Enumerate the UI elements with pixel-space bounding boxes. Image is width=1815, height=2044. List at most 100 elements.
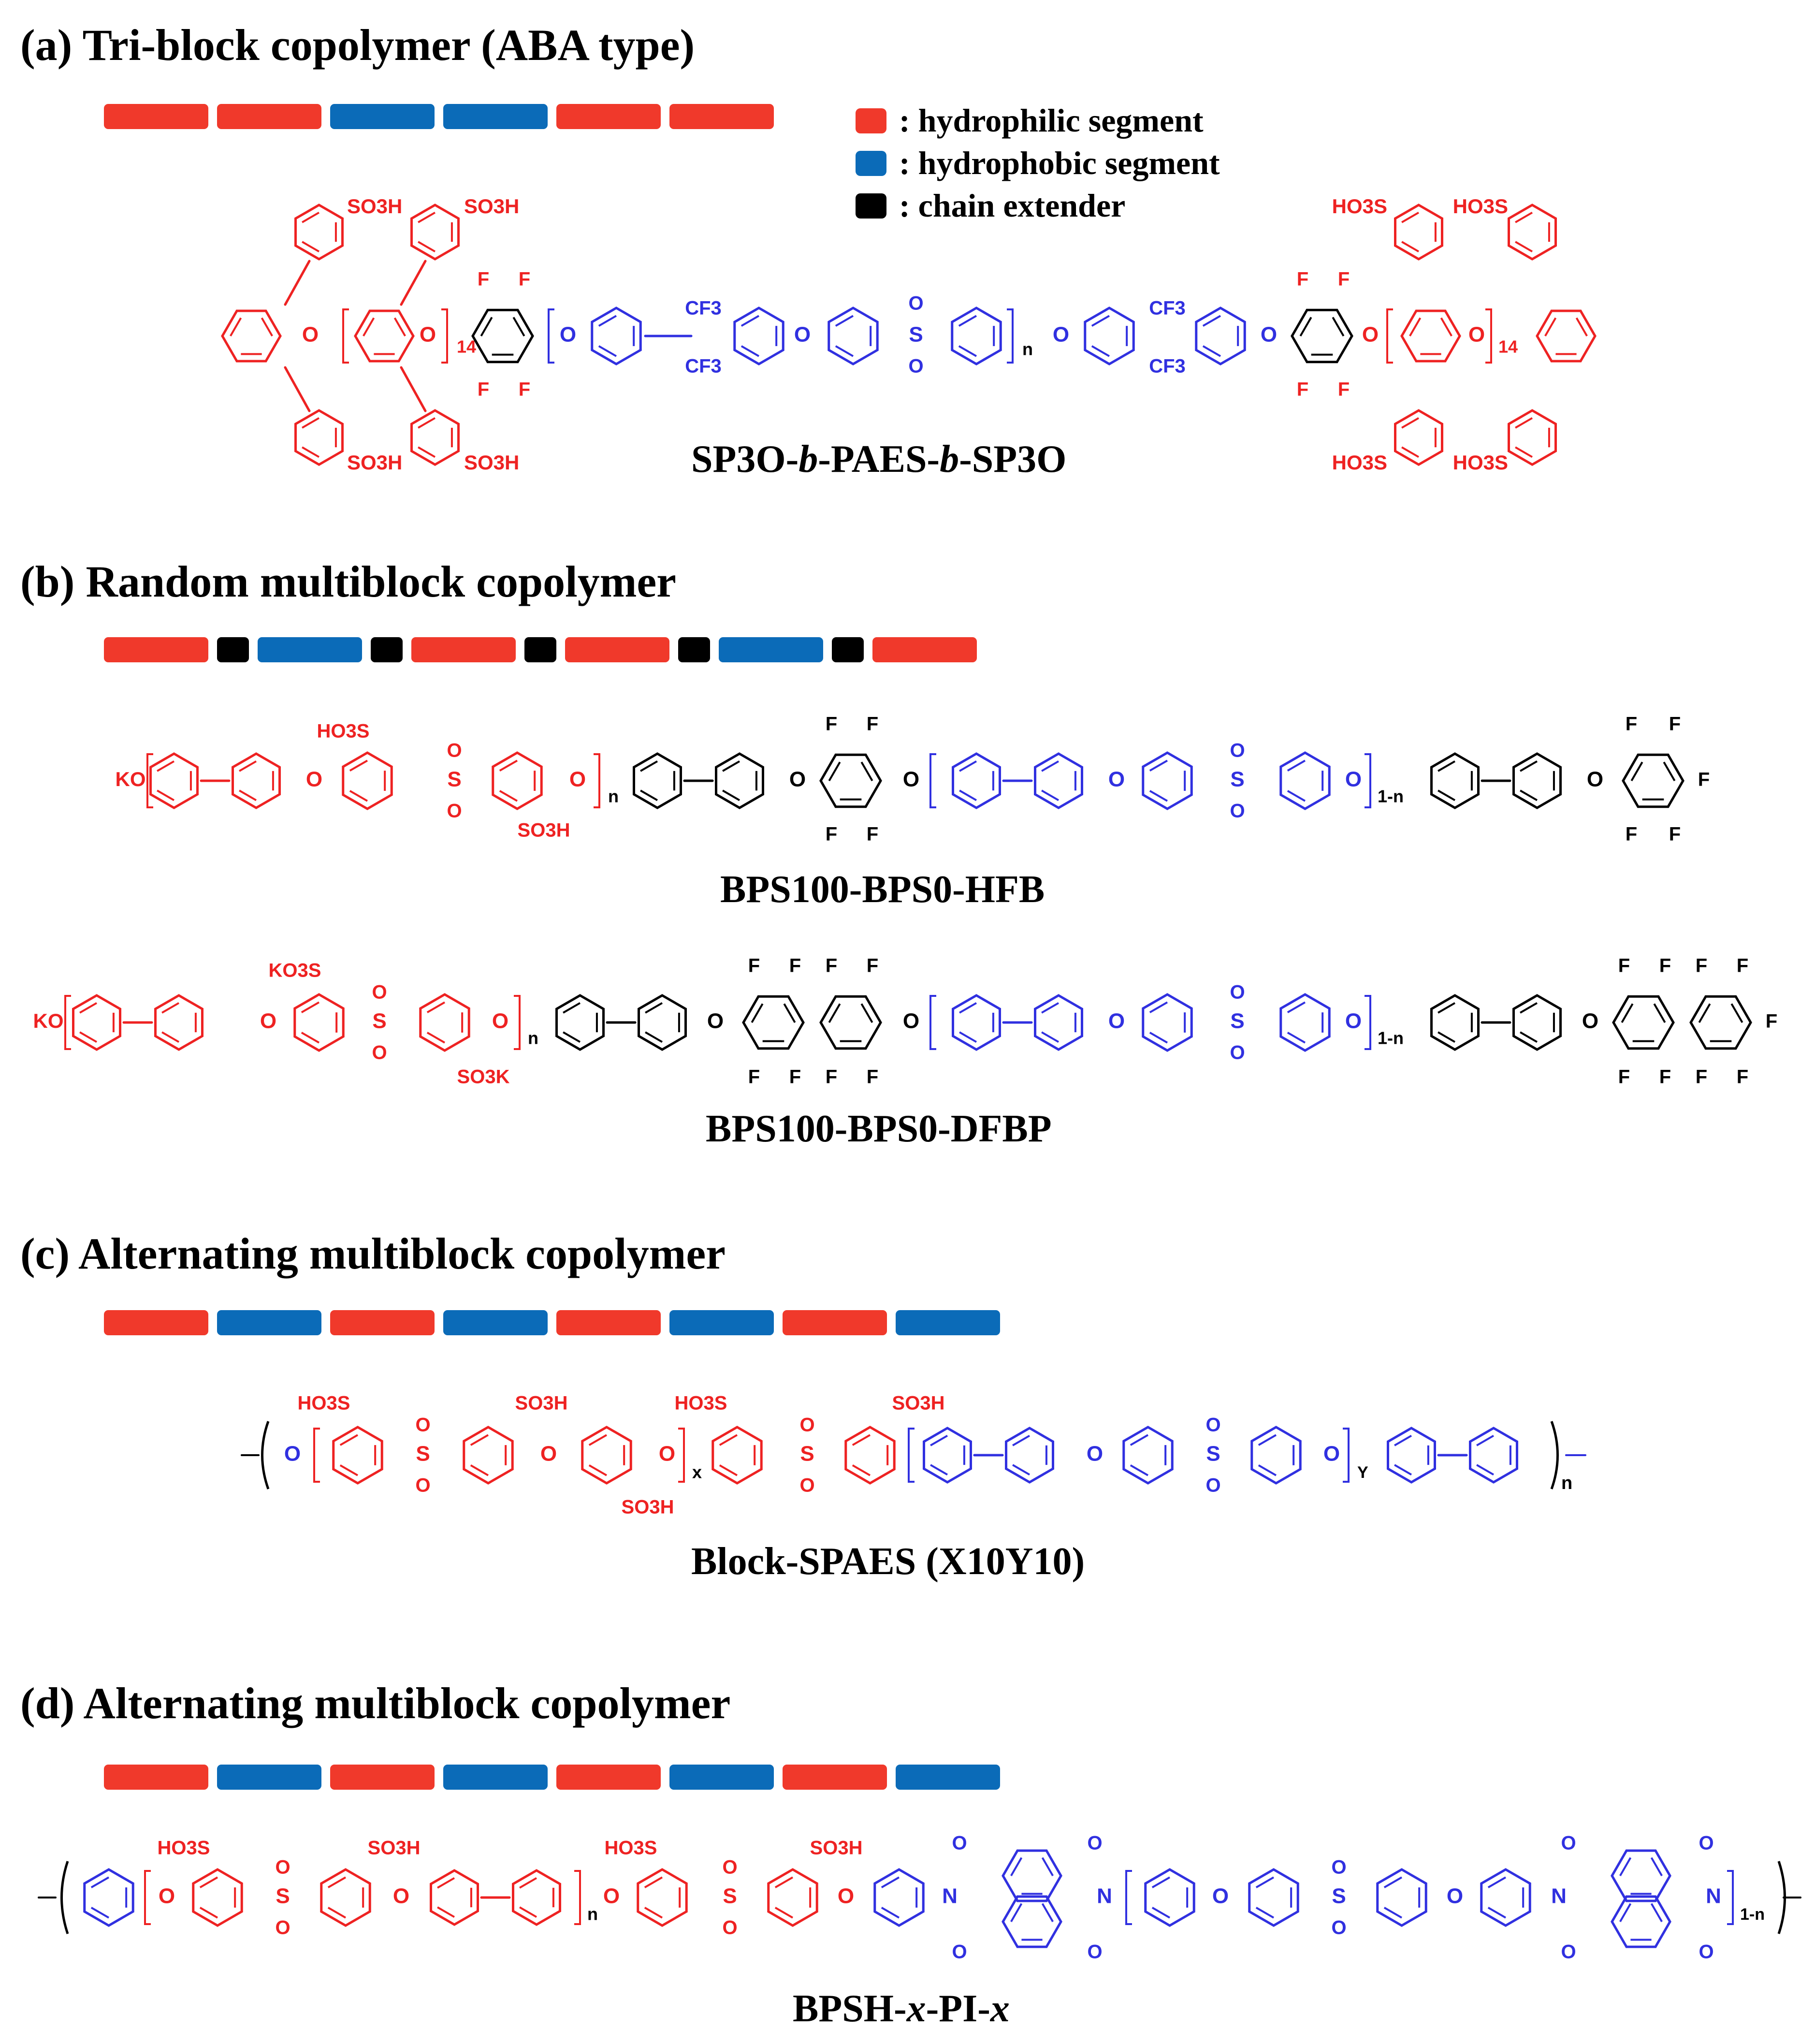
ether-oxygen-label: O <box>569 768 586 791</box>
sulfonic-acid-label: SO3H <box>622 1497 674 1518</box>
fluorine-label: F <box>867 714 878 735</box>
benzene-ring <box>1291 308 1353 364</box>
segment-block-hydrophilic <box>104 637 208 662</box>
compound-name-a-part: -SP3O <box>959 438 1067 481</box>
sulfonic-acid-label: SO3H <box>892 1393 945 1414</box>
benzene-ring <box>320 1868 371 1927</box>
repeat-subscript: 1-n <box>1378 787 1404 806</box>
double-bond <box>437 1906 455 1918</box>
segment-block-extender <box>371 637 403 662</box>
benzene-ring <box>354 309 415 363</box>
double-bond <box>519 1906 537 1918</box>
benzene-ring <box>1512 994 1562 1051</box>
sulfonic-acid-label: SO3H <box>347 451 402 474</box>
double-bond <box>1255 1876 1275 1888</box>
benzene-ring <box>952 752 1001 809</box>
segment-block-hydrophilic <box>565 637 669 662</box>
sulfonic-acid-label: HO3S <box>317 721 370 742</box>
sulfonyl-oxygen-label: O <box>447 801 462 822</box>
double-bond <box>1520 1031 1538 1043</box>
benzene-ring <box>1611 1849 1671 1902</box>
double-bond <box>470 1434 489 1446</box>
double-bond <box>1010 1903 1023 1922</box>
repeat-subscript: n <box>528 1028 538 1048</box>
compound-name-b1: BPS100-BPS0-HFB <box>720 868 1045 911</box>
sulfonyl-oxygen-label: O <box>275 1857 290 1878</box>
compound-name-a-italic: b <box>940 438 959 481</box>
compound-name-d-part: BPSH- <box>793 1987 907 2030</box>
double-bond <box>719 1434 738 1446</box>
double-bond <box>1287 1032 1306 1044</box>
legend-swatch-hydrophilic <box>856 108 886 133</box>
benzene-ring <box>192 1868 243 1927</box>
potassium-oxide-label: KO <box>116 768 146 790</box>
fluorine-label: F <box>867 1066 878 1088</box>
sulfonyl-oxygen-label: O <box>1205 1415 1220 1436</box>
sulfonic-acid-label: SO3H <box>810 1838 863 1859</box>
ether-oxygen-label: O <box>903 768 919 791</box>
repeat-bracket <box>594 753 600 808</box>
repeat-bracket <box>313 1428 320 1483</box>
double-bond <box>1515 417 1533 429</box>
fluorine-label: F <box>1696 955 1707 977</box>
fluorine-label: F <box>1297 379 1308 400</box>
benzene-ring <box>951 307 1002 365</box>
double-bond <box>959 1002 977 1014</box>
benzene-ring <box>1034 752 1083 809</box>
double-bond <box>783 1003 796 1023</box>
fluorine-label: F <box>748 955 760 977</box>
repeat-bracket <box>1365 995 1371 1050</box>
segment-block-hydrophobic <box>217 1765 321 1790</box>
fluorine-label: F <box>1338 379 1350 400</box>
compound-name-c: Block-SPAES (X10Y10) <box>691 1540 1085 1583</box>
segment-block-hydrophobic <box>443 104 548 129</box>
benzene-ring <box>293 993 345 1052</box>
benzene-ring <box>1612 995 1675 1050</box>
double-bond <box>199 1907 218 1919</box>
double-bond <box>644 1907 663 1919</box>
repeat-subscript: 1-n <box>1740 1905 1765 1924</box>
benzene-ring <box>72 994 121 1051</box>
fluorine-label: F <box>1669 714 1681 735</box>
benzene-ring <box>555 994 605 1051</box>
sulfonyl-oxygen-label: O <box>1331 1857 1346 1878</box>
double-bond <box>302 446 320 458</box>
double-bond <box>261 317 273 337</box>
benzene-ring <box>1508 409 1557 466</box>
double-bond <box>512 317 525 337</box>
double-bond <box>722 789 740 802</box>
benzene-ring <box>410 409 460 466</box>
benzene-ring <box>1376 1868 1427 1927</box>
double-bond <box>645 1002 663 1014</box>
double-bond <box>1476 1434 1495 1446</box>
sulfur-label: S <box>1206 1442 1220 1466</box>
double-bond <box>1650 1857 1663 1876</box>
double-bond <box>1476 1464 1495 1476</box>
double-bond <box>1619 1857 1632 1876</box>
compound-name-d: BPSH-x-PI-x <box>793 1987 1010 2031</box>
sulfonyl-oxygen-label: O <box>908 356 923 377</box>
sulfonic-acid-label: SO3H <box>368 1838 421 1859</box>
double-bond <box>157 789 174 802</box>
double-bond <box>1515 241 1533 253</box>
double-bond <box>1520 789 1538 802</box>
sulfonyl-oxygen-label: O <box>1205 1475 1220 1496</box>
sulfonyl-oxygen-label: O <box>1230 1042 1245 1064</box>
ether-oxygen-label: O <box>1261 323 1277 347</box>
double-bond <box>860 761 873 782</box>
benzene-ring <box>342 751 393 810</box>
sulfonate-label: KO3S <box>269 960 321 981</box>
double-bond <box>1698 1003 1711 1023</box>
double-bond <box>519 1877 537 1889</box>
fluorine-label: F <box>1659 1066 1671 1088</box>
fluorine-label: F <box>1338 269 1350 290</box>
double-bond <box>640 760 658 772</box>
benzene-ring <box>149 752 199 809</box>
benzene-ring <box>591 307 642 365</box>
fluorine-label: F <box>1696 1066 1707 1088</box>
repeat-subscript: n <box>1022 339 1033 359</box>
double-bond <box>339 1434 359 1446</box>
double-bond <box>1287 759 1306 772</box>
double-bond <box>741 345 760 357</box>
double-bond <box>1041 789 1059 802</box>
